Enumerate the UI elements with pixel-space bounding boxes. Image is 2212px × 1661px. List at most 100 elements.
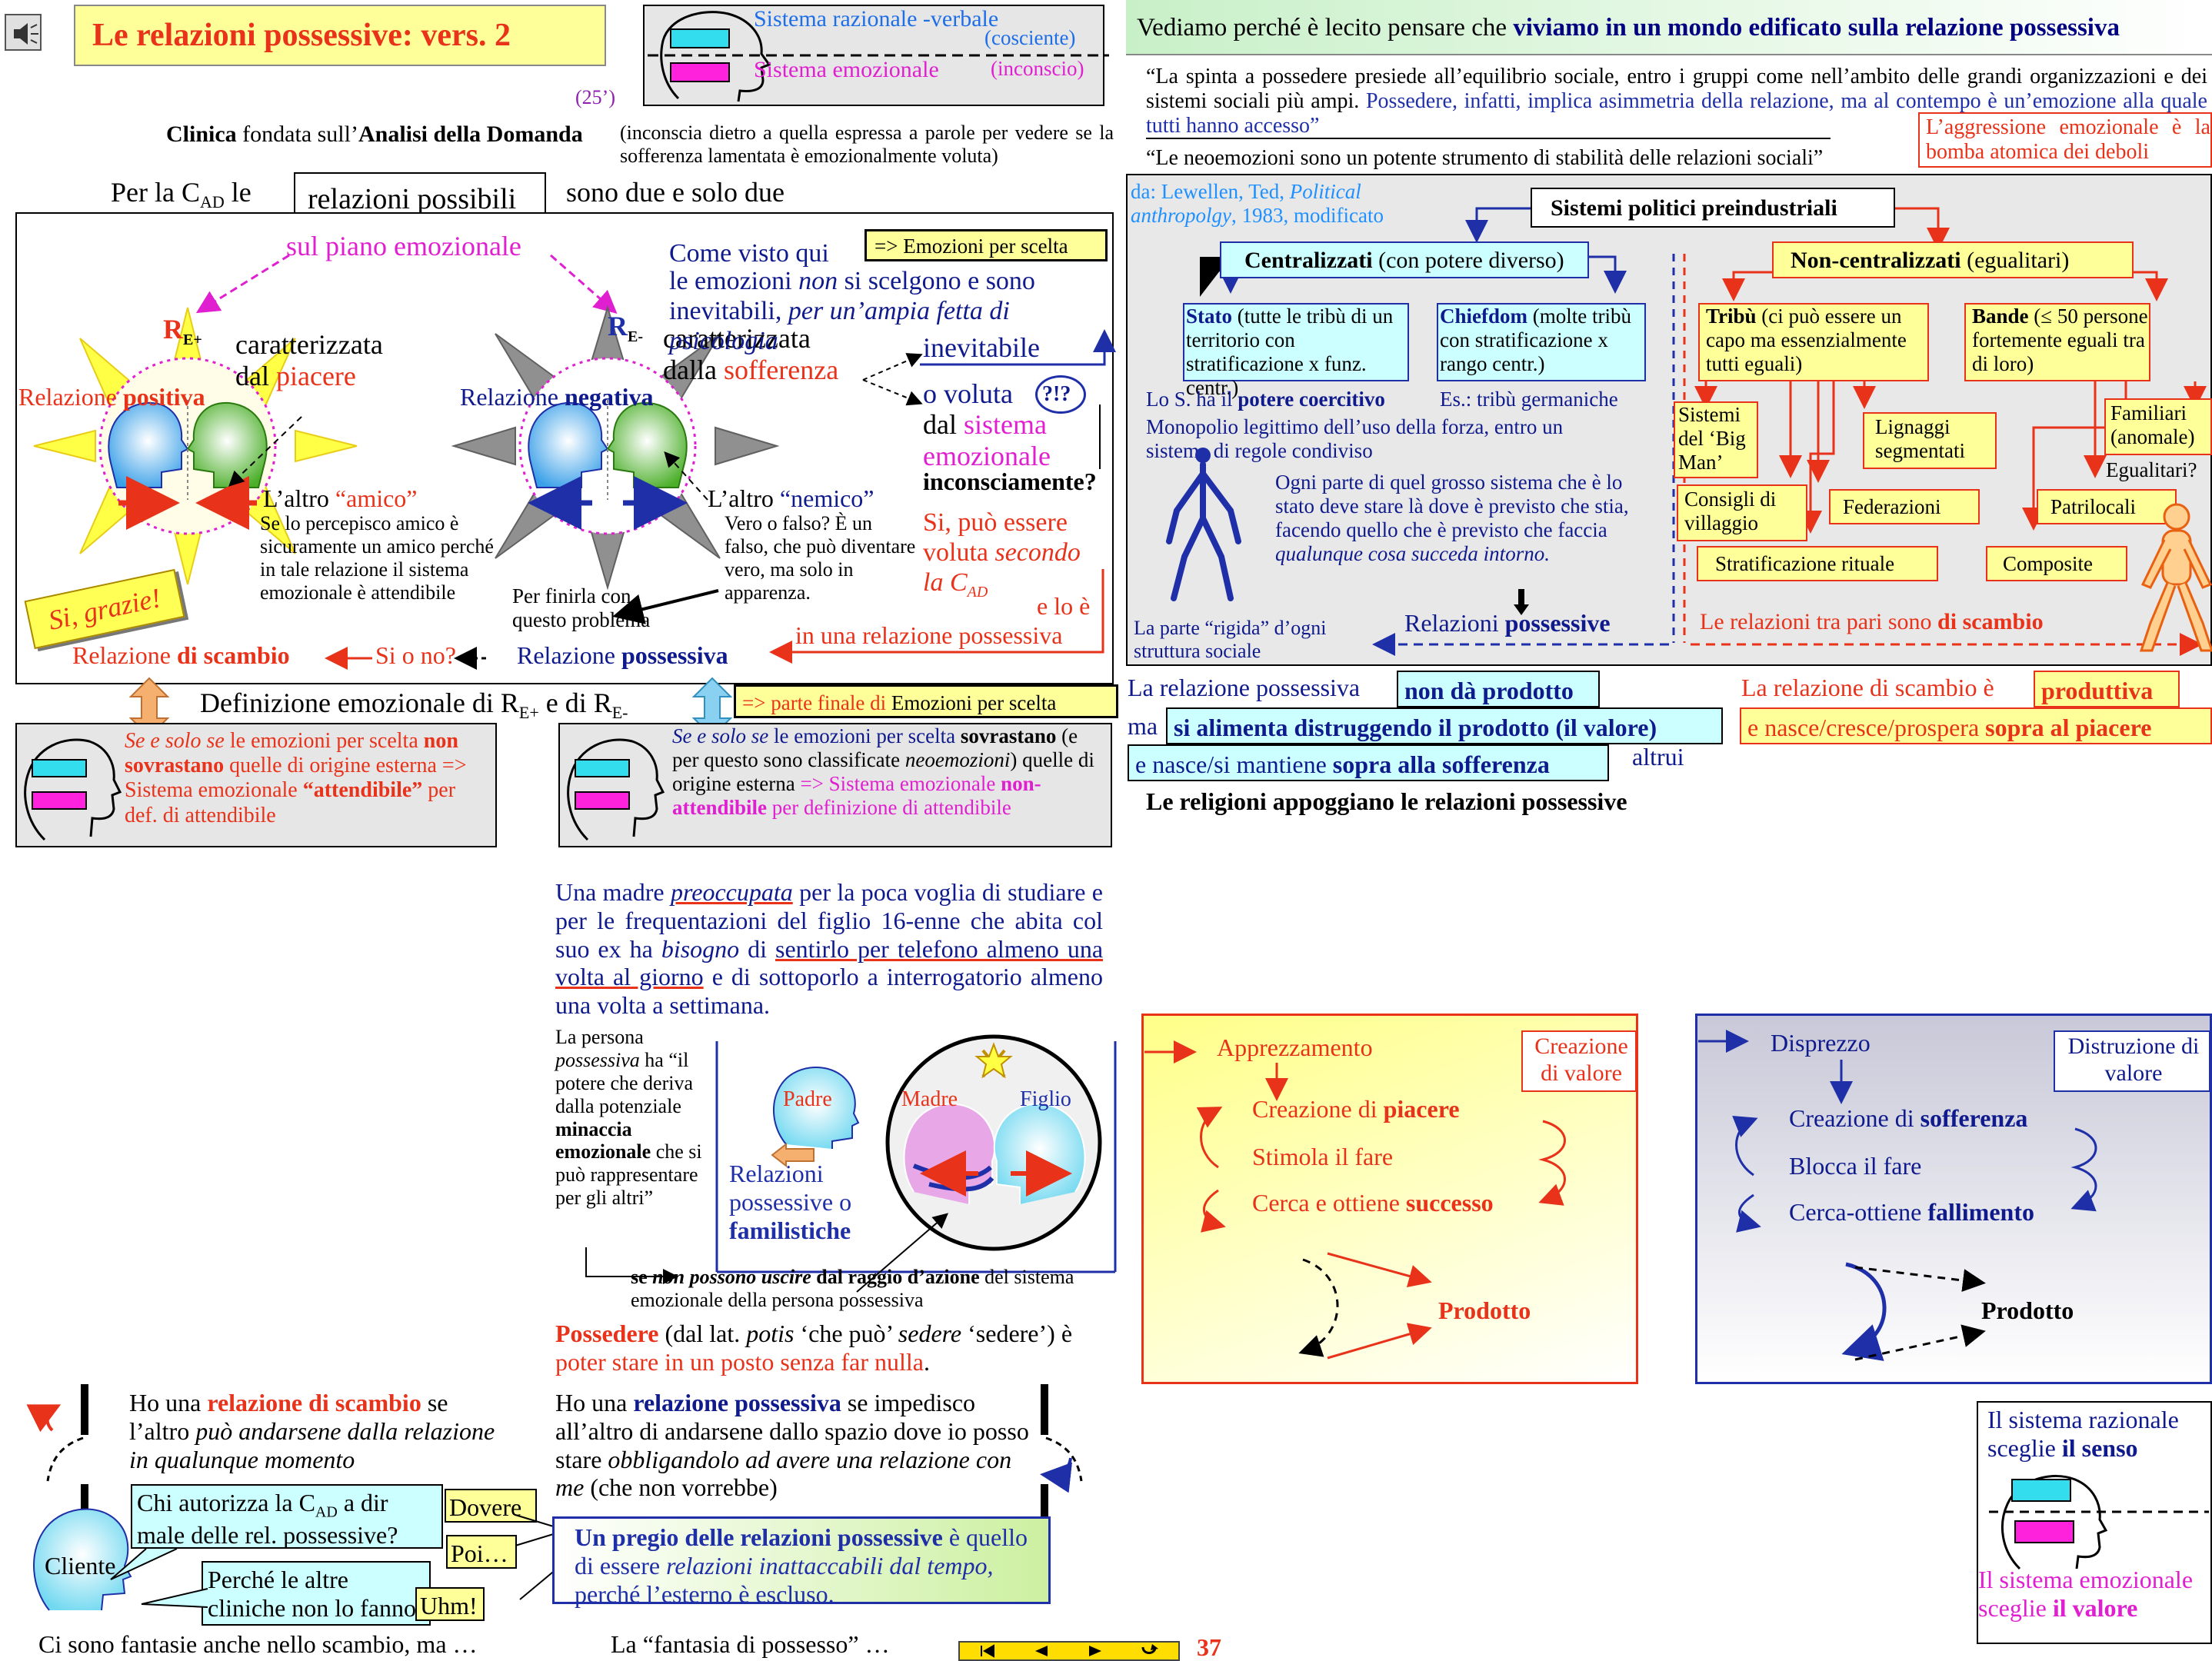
piano-arrows (195, 254, 618, 314)
persona-pointer (585, 1247, 678, 1284)
family-frame (715, 1041, 1117, 1273)
patrilocali-box: Patrilocali (2037, 489, 2177, 524)
consigli-box: Consigli di villaggio (1677, 484, 1807, 541)
prodotto-right: Prodotto (1981, 1297, 2074, 1324)
fantasie-scambio: Ci sono fantasie anche nello scambio, ma… (38, 1630, 478, 1658)
qmark-badge: ?!? (1035, 375, 1086, 414)
vediamo-header (1126, 0, 2212, 55)
uhm-bubble: Uhm! (415, 1587, 485, 1621)
vediamo-text: Vediamo perché è lecito pensare che vivi… (1137, 14, 2120, 42)
nasce-soff-box: e nasce/si mantiene sopra alla sofferenz… (1128, 744, 1609, 781)
head-silhouette-icon (648, 11, 1109, 102)
head-left-icon (108, 401, 189, 488)
speaker-button[interactable] (5, 14, 42, 51)
cerca-successo: Cerca e ottiene successo (1252, 1189, 1494, 1217)
creazione-piacere: Creazione di piacere (1252, 1095, 1460, 1123)
ogni-parte: Ogni parte di quel grosso sistema che è … (1275, 471, 1629, 566)
nav-prev-button[interactable] (1015, 1643, 1068, 1659)
creazione-valore-box: Creazione di valore (1521, 1030, 1637, 1092)
source-citation: da: Lewellen, Ted, Political anthropolgy… (1131, 180, 1384, 228)
page-title-box (74, 5, 606, 66)
padre-label: Padre (783, 1087, 832, 1111)
branch-arrows (862, 353, 923, 406)
chi-autorizza-bubble: Chi autorizza la CAD a dir male delle re… (131, 1484, 443, 1549)
persona-possessiva: La persona possessiva ha “il potere che … (555, 1026, 702, 1210)
parte-finale-link[interactable]: => parte finale di Emozioni per scelta (734, 684, 1118, 718)
altrui: altrui (1632, 743, 1684, 771)
poss-non-da: La relazione possessiva (1128, 674, 1361, 701)
si-puo-arrow (769, 569, 1104, 664)
nemico-pointer (664, 451, 708, 501)
family-circle (885, 1034, 1102, 1251)
come-visto-text: le emozioni non si scelgono e sono inevi… (669, 267, 1035, 356)
religioni: Le religioni appoggiano le relazioni pos… (1146, 787, 1627, 815)
clinica-note: (inconscia dietro a quella espressa a pa… (620, 121, 1114, 167)
figlio-label: Figlio (1020, 1087, 1071, 1111)
padre-arrow (771, 1142, 815, 1168)
senso-head-icon (1989, 1474, 2209, 1570)
si-o-no-arrows (325, 647, 486, 670)
disprezzo: Disprezzo (1771, 1029, 1871, 1057)
per-la-cad: Per la CAD le (111, 177, 252, 212)
per-finirla-arrow (612, 589, 719, 624)
inconsciamente-line (1099, 404, 1101, 469)
def-right-text: Se e solo se le emozioni per scelta sovr… (672, 724, 1094, 820)
rel-scambio: Relazione di scambio (72, 641, 290, 669)
def-left-text: Se e solo se le emozioni per scelta non … (125, 729, 467, 827)
non-da-prodotto-box: non dà prodotto (1397, 671, 1600, 707)
page-title: Le relazioni possessive: vers. 2 (92, 18, 511, 53)
egualitari-label: Egualitari? (2106, 458, 2197, 481)
nav-first-button[interactable] (961, 1643, 1014, 1659)
nav-next-button[interactable] (1069, 1643, 1121, 1659)
blocca-fare: Blocca il fare (1789, 1152, 1922, 1180)
nemico-note: Vero o falso? È un falso, che può divent… (725, 512, 916, 604)
def-emozionale: Definizione emozionale di RE+ e di RE- (200, 687, 628, 723)
federazioni-box: Federazioni (1829, 489, 1980, 524)
head-silhouette-right-icon (567, 738, 665, 841)
rel-possessive-label: Relazioni possessive (1404, 609, 1611, 637)
star-rays-icon (451, 305, 780, 591)
amico-note: Se lo percepisco amico è sicuramente un … (260, 512, 494, 604)
rel-negativa: Relazione negativa (460, 383, 654, 411)
circle-pointer (856, 1213, 949, 1293)
emozionale-valore: Il sistema emozionale sceglie il valore (1978, 1566, 2194, 1622)
monopolio: Monopolio legittimo dell’uso della forza… (1146, 415, 1564, 463)
big-man-box: Sistemi del ‘Big Man’ (1674, 401, 1758, 478)
chiefdom-box: Chiefdom (molte tribù con stratificazion… (1437, 303, 1646, 381)
parte-rigida: La parte “rigida” d’ogni struttura socia… (1134, 617, 1327, 662)
quote-underline (1146, 138, 1831, 139)
altro-amico: L’altro “amico” (263, 484, 418, 512)
bubble-tails (110, 1548, 208, 1608)
bande-box: Bande (≤ 50 persone fortemente eguali tr… (1964, 303, 2150, 381)
head-silhouette-left-icon (24, 738, 122, 841)
sono-due: sono due e solo due (566, 177, 785, 208)
stratificazione-box: Stratificazione rituale (1697, 546, 1938, 581)
sys-rational-sub: (cosciente) (984, 26, 1076, 49)
es-tribu: Es.: tribù germaniche (1440, 388, 1618, 411)
prodotto-left: Prodotto (1438, 1297, 1531, 1324)
emozioni-per-scelta-link[interactable]: => Emozioni per scelta (864, 229, 1108, 261)
possessiva-def: Ho una relazione possessiva se impedisco… (555, 1389, 1029, 1502)
aggressione-box: L’aggressione emozionale è la bomba atom… (1918, 112, 2212, 168)
amico-pointer (228, 416, 302, 487)
value-creation-arrows (1144, 1040, 1566, 1360)
possedere-etym: Possedere (dal lat. potis ‘che può’ sede… (555, 1320, 1073, 1376)
prev-icon (1035, 1646, 1048, 1656)
madre-text: Una madre preoccupata per la poca voglia… (555, 878, 1104, 1020)
dovere-bubble: Dovere (445, 1489, 537, 1523)
quote-neoemozioni: “Le neoemozioni sono un potente strument… (1146, 146, 1824, 170)
first-icon (981, 1644, 994, 1658)
re-plus: RE+ (163, 314, 202, 349)
cliente-head-icon (33, 1508, 132, 1611)
inevitabile-line (920, 329, 1116, 366)
stick-figure-icon (1166, 448, 1241, 601)
tribu-box: Tribù (ci può essere un capo ma essenzia… (1698, 303, 1929, 381)
si-alimenta-box: si alimenta distruggendo il prodotto (il… (1166, 707, 1723, 744)
nav-return-button[interactable] (1123, 1643, 1175, 1659)
sistemi-politici-box: Sistemi politici preindustriali (1531, 188, 1895, 228)
value-destruction-arrows (1698, 1030, 2097, 1361)
stimola-fare: Stimola il fare (1252, 1143, 1394, 1170)
